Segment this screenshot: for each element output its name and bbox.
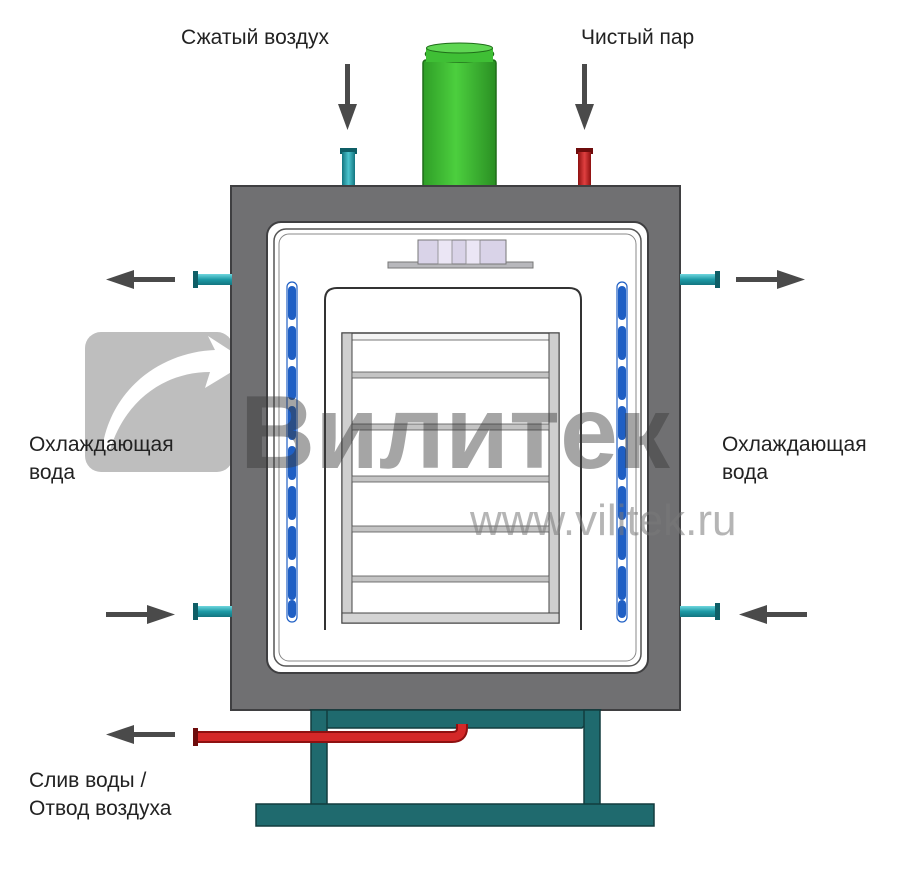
label-compressed-air: Сжатый воздух <box>181 26 329 49</box>
cooling-water-pipes <box>193 271 720 620</box>
flow-arrows <box>106 64 807 744</box>
cooling-coil-left <box>286 281 298 623</box>
label-drain-line1: Слив воды / <box>29 769 147 792</box>
label-drain-line2: Отвод воздуха <box>29 797 172 820</box>
watermark-brand: Вилитек <box>240 375 671 491</box>
arrow-drain-out <box>106 725 175 744</box>
drain-pipe <box>193 724 468 746</box>
arrow-right-bottom-in <box>739 605 807 624</box>
watermark-url: www.vilitek.ru <box>469 496 737 545</box>
circulation-fan <box>387 239 534 269</box>
watermark-logo <box>85 332 248 472</box>
arrow-down-compressed-air <box>338 64 357 130</box>
support-stand <box>255 709 655 827</box>
arrow-right-top-out <box>736 270 805 289</box>
cooling-coil-right <box>616 281 628 623</box>
label-cooling-water-left-line1: Охлаждающая <box>29 433 174 456</box>
clean-steam-inlet <box>576 148 593 188</box>
motor <box>422 42 497 189</box>
compressed-air-inlet <box>340 148 357 188</box>
label-clean-steam: Чистый пар <box>581 26 695 49</box>
arrow-left-top-out <box>106 270 175 289</box>
loading-rack <box>341 332 560 624</box>
label-cooling-water-left-line2: вода <box>29 461 76 484</box>
inner-chamber <box>324 287 582 630</box>
label-cooling-water-right-line1: Охлаждающая <box>722 433 867 456</box>
arrow-left-bottom-in <box>106 605 175 624</box>
label-cooling-water-right-line2: вода <box>722 461 769 484</box>
arrow-down-clean-steam <box>575 64 594 130</box>
